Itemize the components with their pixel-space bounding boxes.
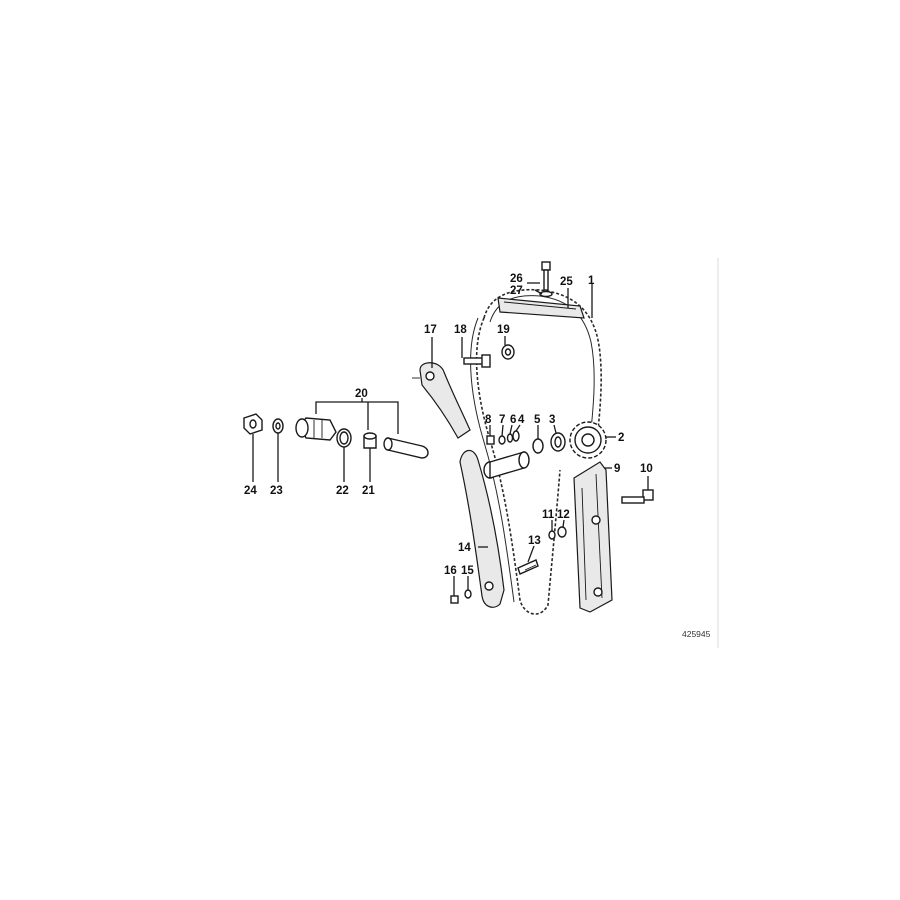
tensioner-plug-24 — [243, 413, 263, 435]
callout-5: 5 — [534, 414, 541, 426]
callout-6: 6 — [510, 414, 516, 426]
bolt-18 — [463, 354, 491, 368]
callout-23: 23 — [270, 485, 283, 497]
seal-ring-23 — [272, 418, 284, 434]
callout-17: 17 — [424, 324, 437, 336]
callout-9: 9 — [614, 463, 620, 475]
callout-15: 15 — [461, 565, 474, 577]
callout-7: 7 — [499, 414, 505, 426]
bolt-26 — [541, 261, 551, 291]
callout-20: 20 — [355, 388, 368, 400]
sprocket — [569, 421, 607, 459]
callout-4: 4 — [518, 414, 525, 426]
slide-rail — [573, 461, 613, 613]
callout-8: 8 — [485, 414, 492, 426]
upper-chain-guide — [497, 297, 585, 319]
callout-2: 2 — [618, 432, 624, 444]
callout-1: 1 — [588, 275, 595, 287]
stud-13 — [517, 559, 539, 575]
callout-12: 12 — [557, 509, 570, 521]
bolt-10 — [621, 489, 654, 504]
reference-number: 425945 — [682, 629, 711, 639]
callout-21: 21 — [362, 485, 375, 497]
tensioner-rail — [412, 362, 471, 439]
spacer-3 — [550, 432, 566, 452]
callout-3: 3 — [549, 414, 555, 426]
leader-lines — [252, 282, 649, 596]
callout-labels: 1 2 3 4 5 6 7 8 9 10 11 12 13 14 15 16 1… — [244, 273, 653, 577]
callout-25: 25 — [560, 276, 573, 288]
washer-12 — [557, 526, 567, 538]
callout-13: 13 — [528, 535, 541, 547]
washer-7 — [498, 435, 506, 445]
washer-4 — [512, 430, 520, 442]
nut-16 — [450, 595, 459, 604]
callout-10: 10 — [640, 463, 653, 475]
nut-8 — [486, 435, 495, 445]
washer-6 — [506, 433, 514, 443]
callout-14: 14 — [458, 542, 471, 554]
washer-19 — [501, 344, 515, 360]
washer-15 — [464, 589, 472, 599]
o-ring-5 — [532, 438, 544, 454]
callout-27: 27 — [510, 285, 523, 297]
callout-26: 26 — [510, 273, 523, 285]
guide-pin — [483, 451, 530, 479]
callout-24: 24 — [244, 485, 257, 497]
plunger — [383, 437, 429, 459]
callout-19: 19 — [497, 324, 510, 336]
callout-18: 18 — [454, 324, 467, 336]
sleeve-21 — [363, 432, 377, 449]
callout-11: 11 — [542, 509, 555, 521]
guide-rail — [459, 449, 505, 608]
callout-16: 16 — [444, 565, 457, 577]
washer-27 — [539, 290, 553, 298]
tensioner-body — [295, 417, 337, 441]
washer-11 — [548, 530, 556, 540]
seal-ring-22 — [336, 428, 352, 448]
callout-22: 22 — [336, 485, 349, 497]
